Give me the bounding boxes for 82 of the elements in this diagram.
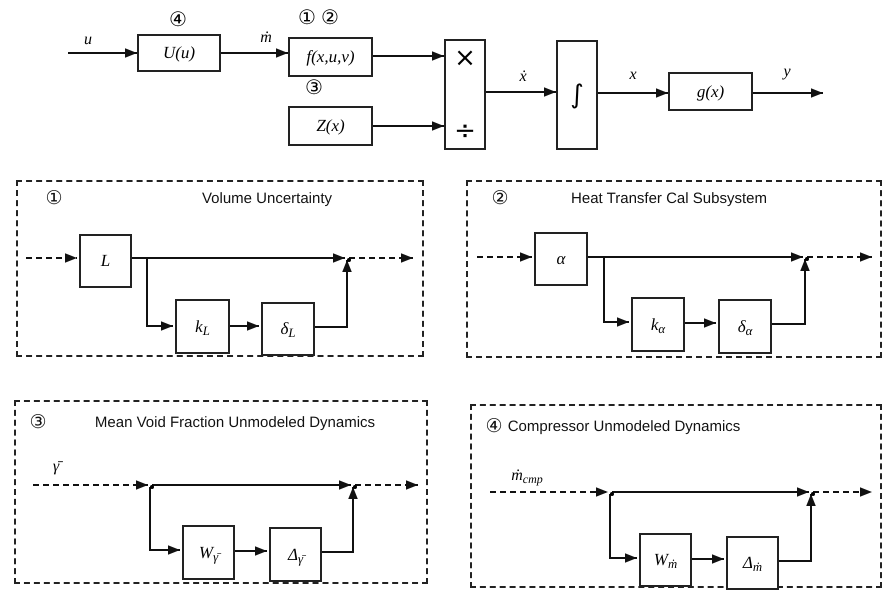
math-label: U(u): [162, 42, 196, 64]
block-box: [444, 39, 486, 150]
circled-number: ①: [298, 8, 316, 28]
circled-number: ④: [486, 414, 502, 439]
math-label: α: [556, 248, 566, 270]
dashed-panel: [466, 180, 882, 358]
math-label: L: [100, 250, 110, 272]
junction-point: [150, 485, 154, 489]
panel-title: Mean Void Fraction Unmodeled Dynamics: [94, 412, 376, 433]
arrow: [152, 480, 351, 490]
math-label: k$_{L}$: [195, 316, 210, 340]
junction-point: [353, 485, 357, 489]
arrow: [149, 487, 180, 555]
dashed-arrow: [807, 252, 872, 262]
block-box: [261, 302, 315, 356]
block-box: [79, 234, 132, 288]
block-box: [534, 232, 588, 286]
math-label: k$_{α}$: [650, 314, 666, 338]
arrow: [373, 121, 444, 131]
dashed-panel: [470, 404, 882, 588]
math-label: Δ$_{ṁ}$: [742, 552, 762, 576]
arrow: [777, 494, 816, 562]
panel-title: Heat Transfer Cal Subsystem: [571, 188, 767, 209]
arrow: [683, 318, 716, 328]
circled-number: ②: [321, 8, 339, 28]
block-box: [182, 525, 235, 580]
dashed-arrow: [26, 253, 77, 263]
math-label: δ$_{L}$: [280, 318, 296, 342]
math-label: W$_{ṁ}$: [654, 549, 678, 573]
junction-point: [811, 492, 815, 496]
arrow: [68, 48, 137, 58]
block-box: [288, 37, 373, 77]
dashed-arrow: [33, 480, 148, 490]
block-box: [556, 40, 598, 150]
block-box: [668, 72, 753, 111]
circled-number: ②: [492, 186, 508, 211]
block-box: [175, 299, 230, 354]
arrow: [690, 554, 724, 564]
operator-symbol: ÷: [454, 118, 476, 144]
circled-number: ④: [169, 10, 187, 30]
circled-number: ①: [46, 186, 62, 211]
circled-number: ③: [305, 78, 323, 98]
block-box: [288, 106, 373, 146]
operator-symbol: ×: [454, 45, 476, 71]
arrow: [373, 51, 444, 61]
block-box: [639, 533, 692, 587]
block-box: [269, 527, 322, 582]
junction-point: [347, 258, 351, 262]
math-label: δ$_{α}$: [738, 316, 752, 340]
math-label: g(x): [696, 80, 724, 103]
block-box: [726, 536, 779, 590]
block-box: [718, 299, 772, 354]
arrow: [609, 494, 637, 563]
dashed-arrow: [477, 252, 532, 262]
dashed-panel: [14, 400, 428, 584]
arrow: [320, 487, 358, 553]
edge-label: γ̄: [50, 459, 62, 475]
junction-point: [610, 492, 614, 496]
math-label: f(x,u,v): [306, 46, 355, 68]
block-box: [137, 34, 221, 72]
dashed-arrow: [349, 253, 413, 263]
operator-symbol: ∫: [570, 82, 584, 108]
panel-title: Volume Uncertainty: [202, 188, 332, 209]
math-label: Z(x): [316, 115, 345, 138]
dashed-arrow: [813, 487, 872, 497]
panel-title: Compressor Unmodeled Dynamics: [508, 416, 740, 437]
edge-label: ṁ$_{cmp}$: [509, 468, 545, 484]
dashed-arrow: [355, 480, 418, 490]
arrow: [228, 321, 259, 331]
arrow: [770, 259, 810, 325]
arrow: [612, 487, 809, 497]
dashed-panel: [16, 180, 424, 357]
circled-number: ③: [30, 410, 46, 435]
arrow: [753, 88, 823, 98]
block-box: [631, 297, 685, 352]
junction-point: [805, 257, 809, 261]
arrow: [221, 48, 288, 58]
arrow: [313, 260, 352, 328]
dashed-arrow: [490, 487, 608, 497]
arrow: [598, 88, 668, 98]
arrow: [233, 546, 267, 556]
arrow: [486, 87, 556, 97]
